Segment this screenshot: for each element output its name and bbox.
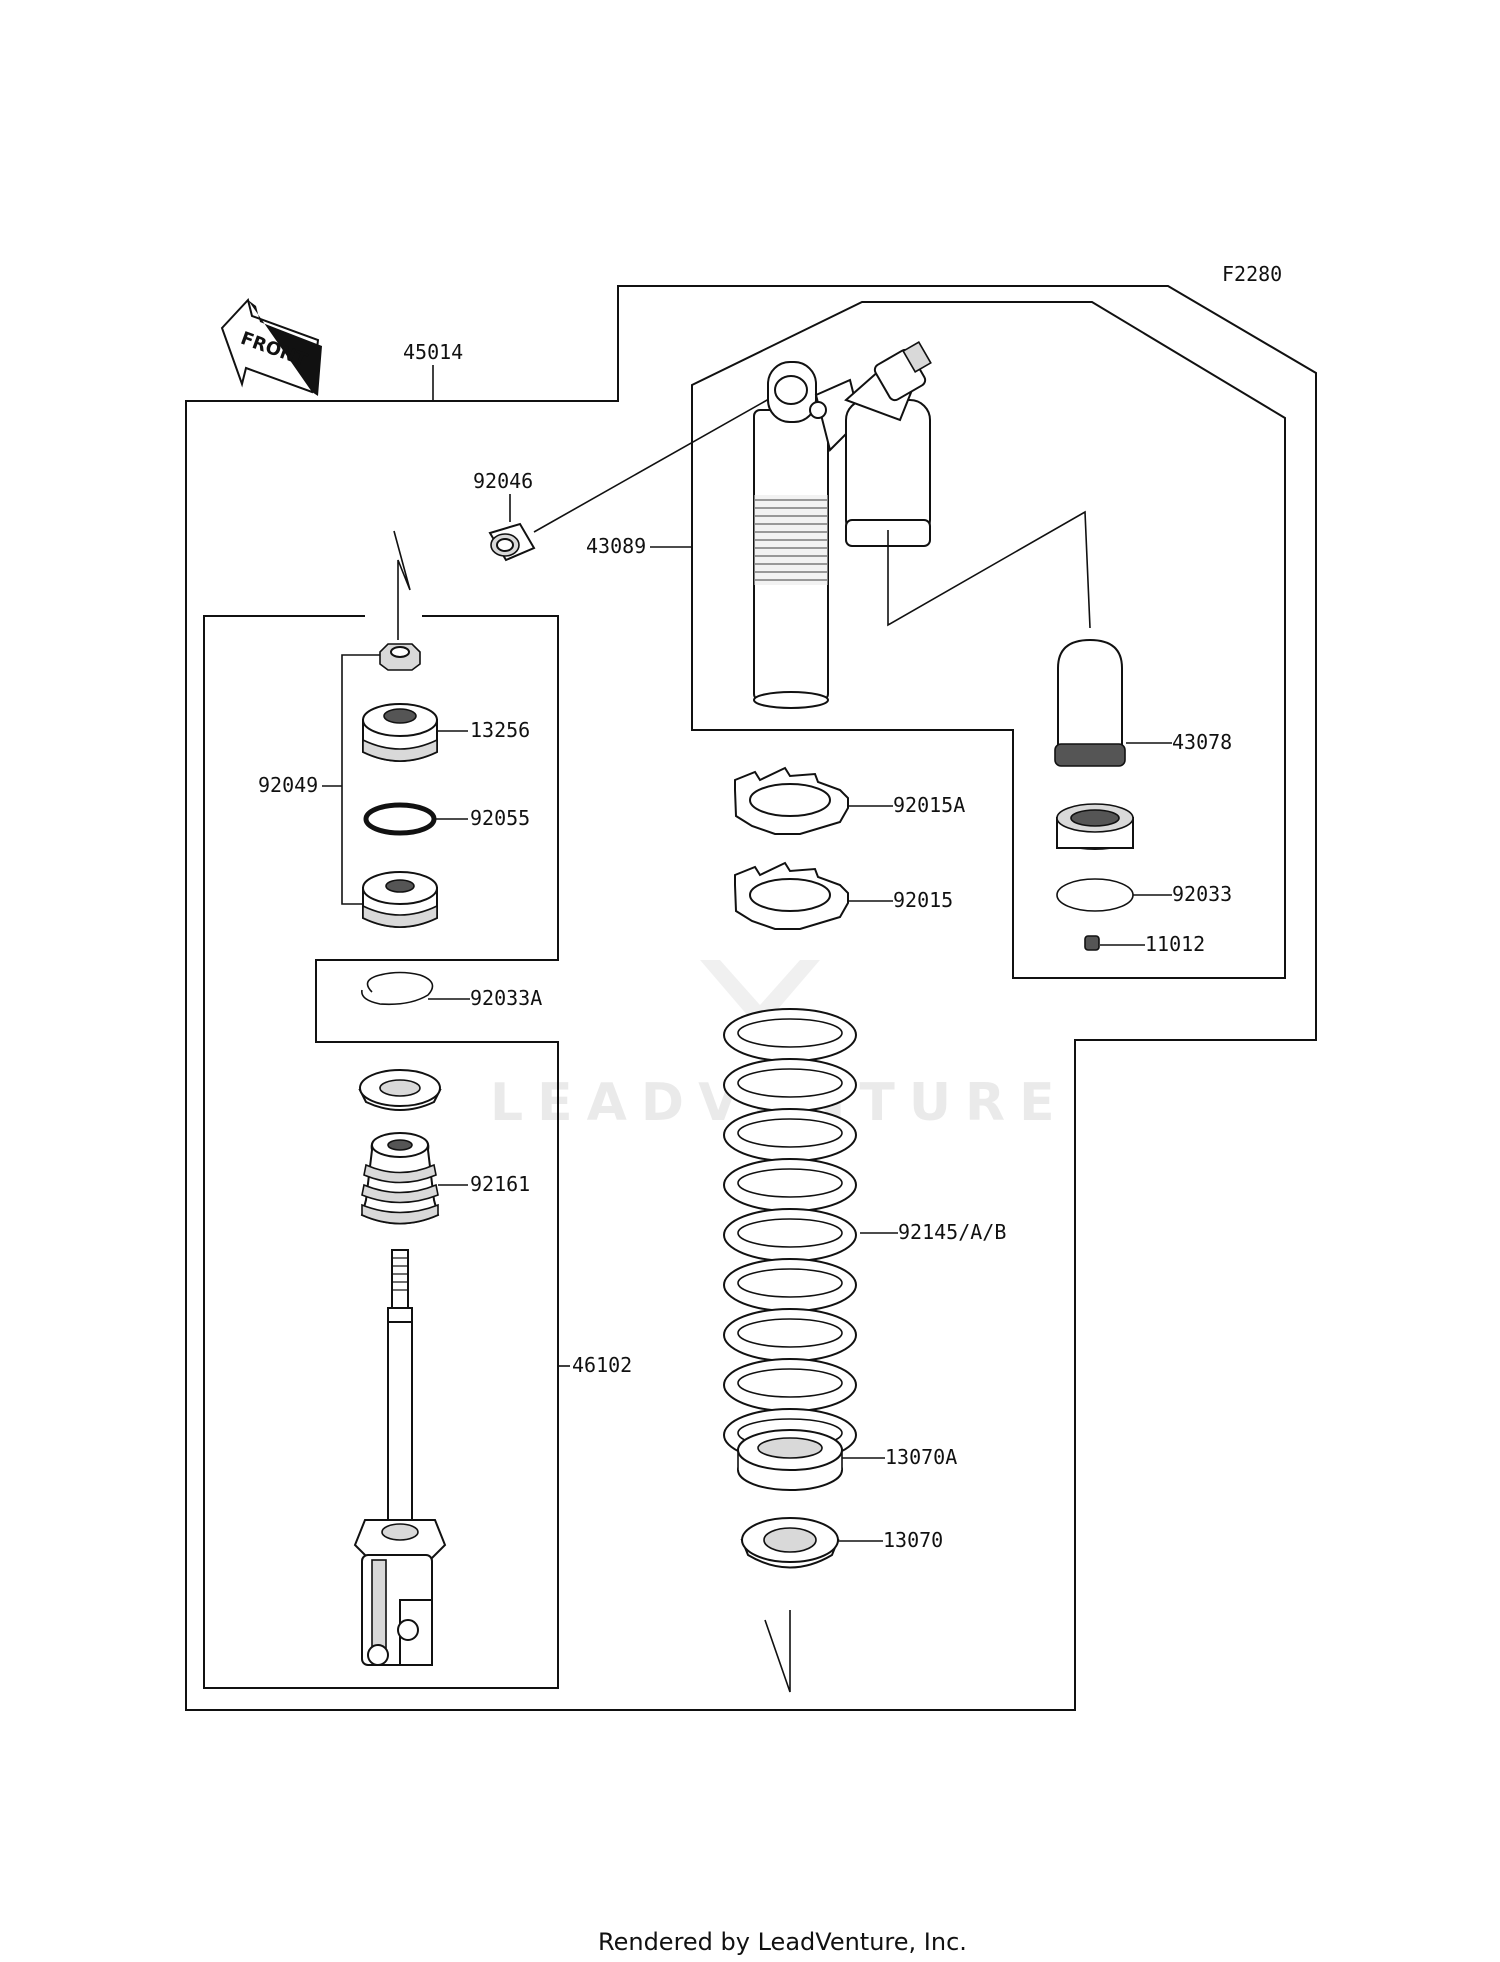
- label-13070A: 13070A: [885, 1445, 957, 1469]
- label-92015A: 92015A: [893, 793, 965, 817]
- part-13256-bushing: [362, 703, 438, 762]
- front-arrow-icon: FRONT: [220, 297, 322, 396]
- label-92033A: 92033A: [470, 986, 542, 1010]
- break-line-bottom: [764, 1610, 791, 1693]
- label-45014: 45014: [403, 340, 463, 364]
- label-46102: 46102: [572, 1353, 632, 1377]
- spring-coil: [723, 1208, 857, 1262]
- spring-coil: [723, 1308, 857, 1362]
- part-rod-washer: [358, 1069, 442, 1111]
- part-13070A-spring-seat: [737, 1429, 843, 1491]
- spring-coil: [723, 1258, 857, 1312]
- part-11012-valve-cap: [1084, 935, 1100, 951]
- spring-coil-inner: [737, 1268, 843, 1298]
- spring-coil: [723, 1108, 857, 1162]
- part-rod-nut: [379, 643, 421, 671]
- spring-coil-inner: [737, 1118, 843, 1148]
- spring-coil: [723, 1358, 857, 1412]
- part-43089-shock-body: [753, 341, 932, 709]
- part-92046-bearing: [488, 522, 536, 562]
- label-92161: 92161: [470, 1172, 530, 1196]
- part-92055-o-ring: [363, 802, 437, 836]
- spring-coil-inner: [737, 1218, 843, 1248]
- spring-coil-inner: [737, 1068, 843, 1098]
- part-92033-circlip: [1056, 878, 1134, 912]
- label-13256: 13256: [470, 718, 530, 742]
- spring-coil: [723, 1058, 857, 1112]
- part-92161-bump-rubber: [360, 1132, 440, 1225]
- label-11012: 11012: [1145, 932, 1205, 956]
- spring-coil: [723, 1158, 857, 1212]
- label-92015: 92015: [893, 888, 953, 912]
- part-92015-adjuster-nut: [734, 861, 849, 930]
- spring-coil-inner: [737, 1368, 843, 1398]
- spring-coil-inner: [737, 1018, 843, 1048]
- part-92145-spring: [723, 1008, 857, 1462]
- label-92145: 92145/A/B: [898, 1220, 1006, 1244]
- label-43078: 43078: [1172, 730, 1232, 754]
- part-43078-reservoir: [1054, 638, 1126, 767]
- spring-coil: [723, 1008, 857, 1062]
- part-46102-rod-clevis: [353, 1249, 447, 1666]
- frame-43089: [691, 301, 1286, 979]
- label-92033: 92033: [1172, 882, 1232, 906]
- label-92046: 92046: [473, 469, 533, 493]
- label-13070: 13070: [883, 1528, 943, 1552]
- label-92049: 92049: [258, 773, 318, 797]
- label-92055: 92055: [470, 806, 530, 830]
- break-line-top: [393, 530, 411, 640]
- frame-45014: [185, 285, 1317, 1711]
- part-reservoir-seal: [1056, 803, 1134, 850]
- figure-code: F2280: [1222, 262, 1282, 286]
- part-92033A-circlip: [361, 971, 434, 1006]
- spring-coil-inner: [737, 1318, 843, 1348]
- label-43089: 43089: [586, 534, 646, 558]
- part-lower-bushing: [362, 871, 438, 928]
- footer-credit: Rendered by LeadVenture, Inc.: [598, 1928, 967, 1956]
- part-92015A-lock-nut: [734, 766, 849, 835]
- frame-46102: [203, 615, 559, 1689]
- spring-coil-inner: [737, 1168, 843, 1198]
- part-13070-spring-seat: [740, 1517, 840, 1569]
